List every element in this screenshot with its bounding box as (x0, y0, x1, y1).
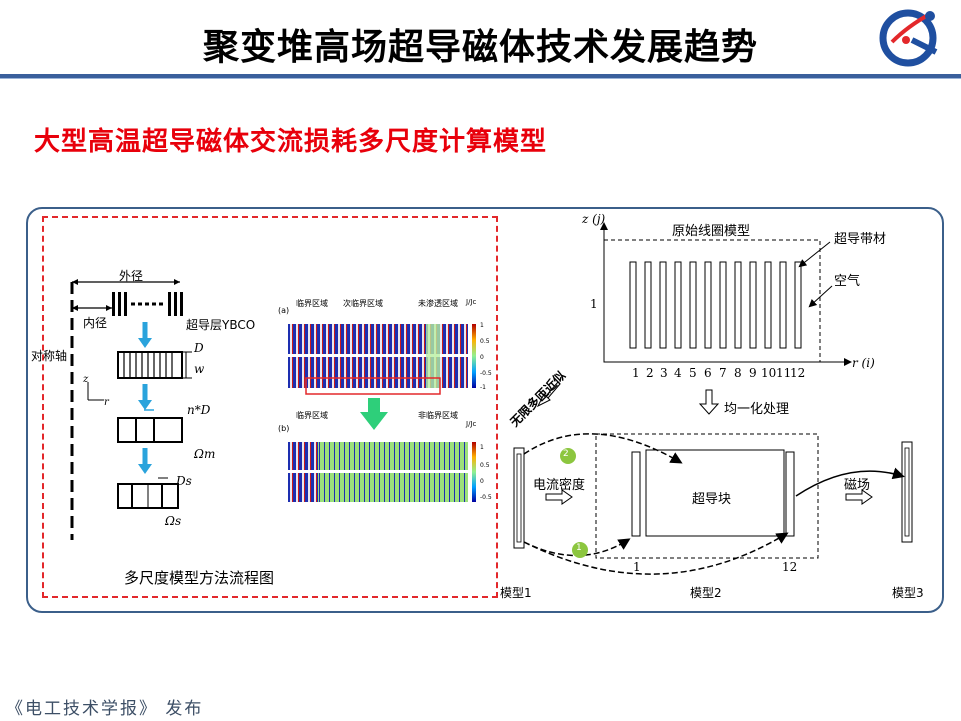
multiscale-flow-box (42, 216, 498, 598)
colorbar-a (472, 324, 476, 388)
model1-label: 模型1 (500, 586, 532, 600)
model2-label: 模型2 (690, 586, 722, 600)
flow-caption: 多尺度模型方法流程图 (124, 569, 275, 587)
ybco-label: 超导层YBCO (186, 318, 256, 332)
homogenization-diagram (513, 222, 913, 575)
current-density-label: 电流密度 (533, 478, 586, 493)
r-axis-label: r (i) (852, 356, 875, 370)
heatmap-b-label-2: 非临界区域 (418, 411, 458, 420)
air-label: 空气 (834, 274, 861, 289)
r-tick-label: 2 (646, 366, 654, 380)
field-arrow-icon (845, 489, 873, 505)
publisher-footer: 《电工技术学报》 发布 (6, 699, 204, 719)
colorbar-label-a: J/Jc (466, 298, 477, 306)
r-tick-label: 6 (704, 366, 712, 380)
z-one-label: 1 (590, 297, 598, 311)
down-arrow-icon (138, 338, 152, 348)
title-divider-thin (0, 78, 961, 79)
page-title: 聚变堆高场超导磁体技术发展趋势 (202, 27, 758, 68)
content-panel (26, 207, 944, 613)
colorbar-tick: -0.5 (480, 370, 492, 377)
colorbar-tick: -1 (480, 384, 486, 391)
step-2-label: 2 (563, 449, 569, 459)
outer-diameter-label: 外径 (119, 269, 144, 283)
air-domain (603, 239, 821, 363)
r-tick-label: 12 (790, 366, 806, 380)
colorbar-b (472, 442, 476, 502)
field-label: 磁场 (844, 478, 871, 493)
colorbar-tick: 1 (480, 322, 484, 329)
step-2-circle (560, 448, 576, 464)
nd-label: n*D (187, 403, 211, 417)
model3-label: 模型3 (892, 586, 924, 600)
heatmap-a-label-1: 临界区域 (296, 299, 328, 308)
heatmap-panel (288, 324, 476, 502)
colorbar-tick: 0 (480, 354, 484, 361)
r-tick-label: 11 (776, 366, 792, 380)
r-tick-label: 1 (632, 366, 640, 380)
down-arrow-icon (360, 398, 388, 430)
r-tick-label: 3 (660, 366, 668, 380)
colorbar-label-b: J/Jc (466, 420, 477, 428)
omega-m-label: Ωm (194, 447, 216, 461)
title-divider (0, 74, 961, 78)
model2-domain (595, 433, 819, 559)
homogenize-label: 均一化处理 (724, 402, 790, 417)
original-model-label: 原始线圈模型 (672, 224, 751, 239)
heatmap-a-label-3: 未渗透区域 (418, 299, 458, 308)
heatmap-b-label-1: 临界区域 (296, 411, 328, 420)
tape-label: 超导带材 (834, 232, 887, 247)
block-index-1: 1 (633, 560, 641, 574)
z-axis-label: z (83, 374, 89, 385)
down-arrow-icon (698, 389, 720, 415)
colorbar-tick: -0.5 (480, 494, 492, 501)
heatmap-a-label-2: 次临界区域 (343, 299, 383, 308)
r-tick-label: 7 (719, 366, 727, 380)
r-tick-label: 9 (749, 366, 757, 380)
r-tick-label: 8 (734, 366, 742, 380)
colorbar-tick: 0 (480, 478, 484, 485)
axis-label: 对称轴 (31, 349, 68, 363)
down-arrow-icon (138, 400, 152, 410)
heatmap-b-tag: (b) (278, 424, 290, 433)
r-tick-label: 5 (689, 366, 697, 380)
institution-logo-icon (879, 9, 938, 67)
inner-diameter-label: 内径 (83, 316, 108, 330)
coil-flow-diagram (70, 279, 192, 540)
colorbar-tick: 0.5 (480, 338, 490, 345)
r-axis-label: r (104, 397, 109, 408)
block-index-12: 12 (782, 560, 798, 574)
superconducting-block (645, 449, 785, 537)
heatmap-a-tag: (a) (278, 306, 290, 315)
colorbar-tick: 1 (480, 444, 484, 451)
approx-arrow-icon (536, 381, 561, 408)
down-arrow-icon (138, 464, 152, 474)
highlight-box (305, 377, 441, 395)
step-1-circle (572, 542, 588, 558)
omega-s-label: Ωs (165, 514, 182, 528)
section-subtitle: 大型高温超导磁体交流损耗多尺度计算模型 (34, 127, 548, 157)
current-arrow-icon (545, 489, 573, 505)
colorbar-tick: 0.5 (480, 462, 490, 469)
d-label: D (194, 341, 204, 355)
block-label: 超导块 (692, 492, 732, 507)
w-label: w (194, 362, 205, 376)
r-tick-label: 4 (674, 366, 682, 380)
r-tick-label: 10 (761, 366, 777, 380)
step-1-label: 1 (576, 543, 582, 553)
ds-label: Ds (176, 474, 192, 488)
z-axis-label: z (j) (582, 212, 606, 226)
